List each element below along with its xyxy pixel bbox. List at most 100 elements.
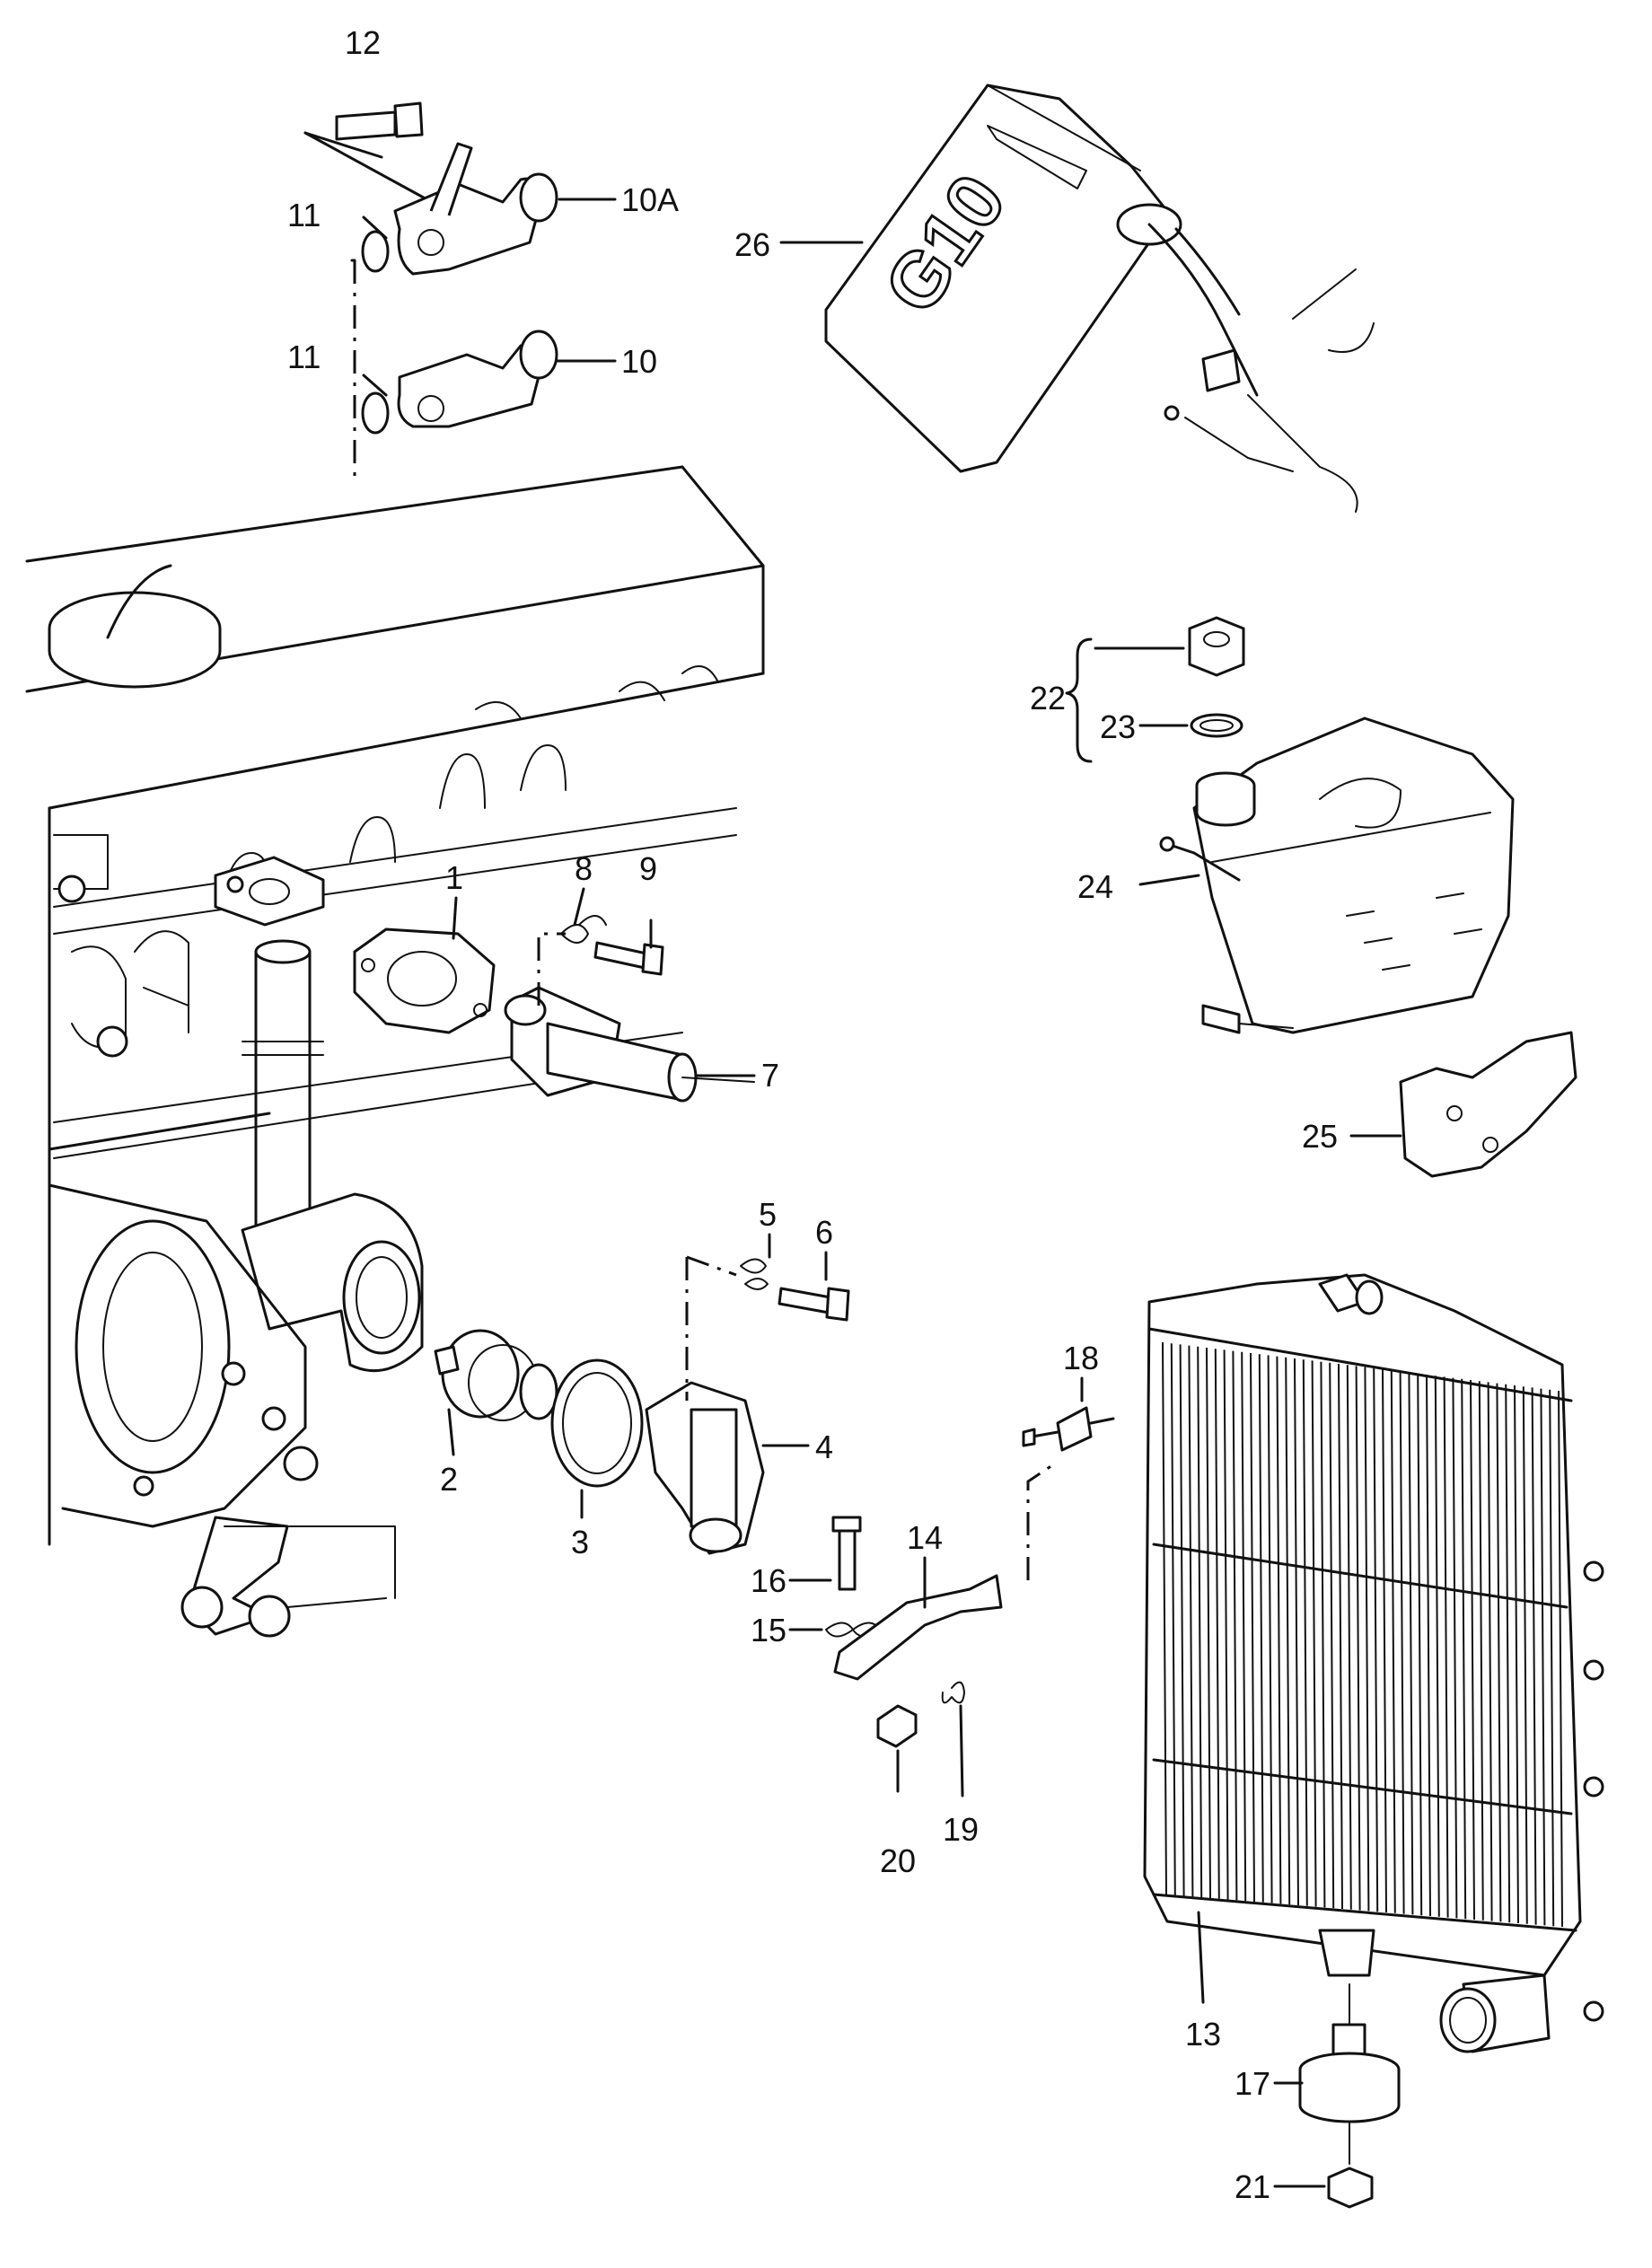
radiator-fin [1355, 1366, 1361, 1911]
leader-lines [303, 131, 1402, 2188]
rubber-mount-18 [1022, 1406, 1115, 1452]
radiator-fin [1487, 1382, 1493, 1921]
radiator-fin [1276, 1356, 1282, 1904]
radiator-fin [1390, 1370, 1396, 1913]
rubber-mount-17 [1298, 1983, 1401, 2123]
bracket-14 [833, 1574, 1003, 1681]
radiator-fin [1258, 1354, 1264, 1903]
radiator-fin [1206, 1347, 1211, 1899]
callout-15: 15 [751, 1612, 786, 1648]
callout-19: 19 [943, 1811, 979, 1848]
radiator-13 [1143, 1273, 1604, 2053]
radiator-fin [1223, 1349, 1229, 1900]
callout-8: 8 [575, 850, 593, 887]
callout-3: 3 [571, 1524, 589, 1560]
radiator-fin [1461, 1378, 1467, 1920]
callout-21: 21 [1235, 2168, 1270, 2205]
radiator-fin [1329, 1362, 1335, 1909]
centerline-14 [1026, 1462, 1056, 1580]
radiator-fin [1241, 1351, 1247, 1902]
callout-11-upper: 11 [287, 197, 321, 233]
callout-12: 12 [345, 24, 381, 61]
radiator-fin [1408, 1372, 1414, 1915]
callout-1: 1 [445, 859, 463, 896]
expansion-tank-24 [1159, 716, 1515, 1034]
washer-8 [560, 915, 607, 944]
radiator-fin [1170, 1343, 1176, 1895]
bolt-9 [593, 941, 664, 976]
callout-24: 24 [1077, 868, 1113, 905]
radiator-fin [1505, 1384, 1511, 1923]
radiator-fin [1470, 1379, 1475, 1921]
radiator-fin [1285, 1357, 1291, 1905]
callout-2: 2 [440, 1461, 458, 1498]
radiator-fin [1311, 1360, 1317, 1907]
callout-5: 5 [759, 1196, 777, 1233]
callout-18: 18 [1063, 1340, 1099, 1376]
radiator-fin [1417, 1373, 1423, 1916]
radiator-fin [1558, 1390, 1563, 1928]
callout-10a: 10A [621, 181, 679, 218]
radiator-fin [1434, 1376, 1440, 1917]
radiator-fin [1179, 1344, 1185, 1896]
cap-22 [1188, 616, 1245, 677]
callout-16: 16 [751, 1562, 786, 1599]
radiator-fin [1214, 1349, 1220, 1899]
nut-21 [1327, 2123, 1374, 2209]
radiator-fin [1162, 1341, 1167, 1895]
radiator-fin [1549, 1389, 1555, 1927]
radiator-fin [1496, 1383, 1502, 1922]
radiator-fin [1382, 1368, 1387, 1913]
callout-labels: 1 2 3 4 5 6 7 8 9 10A 10 11 11 12 13 14 … [287, 24, 1338, 2205]
connector-10-assembly [361, 330, 558, 435]
connector-10a-assembly [303, 101, 558, 276]
callout-22: 22 [1030, 680, 1066, 716]
thermostat-2 [434, 1329, 558, 1421]
radiator-fin [1452, 1377, 1458, 1919]
sensor-7 [504, 986, 755, 1103]
bolt-6 [778, 1287, 850, 1322]
nut-20 [876, 1704, 918, 1748]
callout-11-lower: 11 [287, 338, 321, 375]
radiator-fin [1531, 1387, 1537, 1925]
radiator-fin [1373, 1367, 1379, 1912]
callout-17: 17 [1235, 2065, 1270, 2102]
centerline-4 [685, 1255, 737, 1401]
radiator-fin [1426, 1374, 1431, 1917]
callout-10: 10 [621, 343, 657, 380]
engine-block [25, 465, 765, 1638]
radiator-fin [1188, 1345, 1194, 1897]
washer-5 [740, 1258, 769, 1290]
washer-19 [941, 1681, 965, 1704]
radiator-fin [1346, 1365, 1352, 1910]
callout-20: 20 [880, 1842, 916, 1879]
radiator-fin [1522, 1386, 1528, 1924]
callout-13: 13 [1185, 2016, 1221, 2053]
flange-gasket-1 [353, 927, 496, 1034]
radiator-fin [1320, 1361, 1326, 1908]
radiator-fin [1399, 1371, 1405, 1914]
radiator-fin [1197, 1346, 1203, 1898]
sealing-ring-3 [550, 1358, 644, 1488]
radiator-fin [1514, 1385, 1519, 1924]
bracket-25 [1399, 1031, 1577, 1178]
callout-26: 26 [734, 226, 770, 263]
radiator-fin [1267, 1355, 1273, 1903]
radiator-fin [1540, 1388, 1546, 1926]
radiator-fin [1443, 1376, 1449, 1918]
callout-7: 7 [761, 1057, 779, 1094]
radiator-fin [1338, 1363, 1343, 1910]
radiator-fin [1250, 1352, 1255, 1903]
coolant-flange-4 [645, 1381, 765, 1555]
centerline-7 [537, 932, 566, 1006]
callout-25: 25 [1302, 1118, 1338, 1155]
radiator-fin [1364, 1367, 1370, 1912]
radiator-fin [1302, 1359, 1308, 1906]
seal-23 [1190, 713, 1243, 738]
bolt-16 [831, 1516, 862, 1591]
callout-6: 6 [815, 1214, 833, 1251]
radiator-fin [1232, 1350, 1238, 1901]
callout-23: 23 [1100, 708, 1136, 745]
callout-9: 9 [639, 850, 657, 887]
